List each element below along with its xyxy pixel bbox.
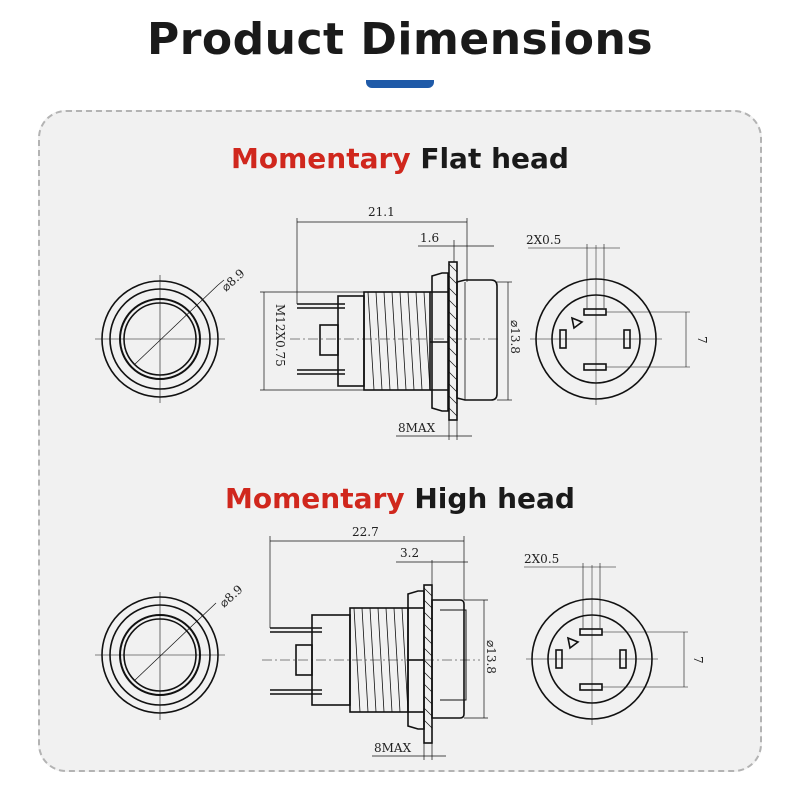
- section-heading-high: Momentary High head: [0, 482, 800, 515]
- front-view-flat: [95, 275, 225, 403]
- front-dia-label: ⌀8.9: [219, 266, 248, 294]
- heading-momentary-2: Momentary: [225, 482, 405, 515]
- dimension-lines-flat: [260, 218, 512, 440]
- head-height-label: 1.6: [420, 231, 439, 245]
- rear-view-flat: [528, 244, 690, 405]
- max-label-2: 8MAX: [374, 741, 412, 755]
- overall-length-label-2: 22.7: [352, 525, 379, 539]
- max-label: 8MAX: [398, 421, 436, 435]
- thread-label: M12X0.75: [273, 304, 287, 367]
- section-heading-flat: Momentary Flat head: [0, 142, 800, 175]
- title-accent-bar: [366, 80, 434, 88]
- side-view-high: [262, 584, 480, 744]
- side-view-flat: [290, 261, 500, 421]
- page-title: Product Dimensions: [146, 14, 654, 65]
- flat-head-drawing: ⌀8.9 21.1 1.6 2X0.5 M12X0.75 ⌀13.8 8MAX …: [95, 205, 709, 440]
- pin-spacing-label: 7: [695, 336, 709, 344]
- head-height-label-2: 3.2: [400, 546, 419, 560]
- head-dia-label-2: ⌀13.8: [484, 640, 498, 674]
- overall-length-label: 21.1: [368, 205, 395, 219]
- front-view-high: [95, 592, 225, 720]
- dimensions-panel: [38, 110, 762, 772]
- front-dia-label-2: ⌀8.9: [217, 582, 246, 610]
- dimension-lines-high: [269, 536, 488, 760]
- terminal-size-label-2: 2X0.5: [524, 552, 559, 566]
- head-dia-label: ⌀13.8: [508, 320, 522, 354]
- heading-high-head: High head: [414, 482, 575, 515]
- rear-view-high: [524, 563, 688, 725]
- heading-flat-head: Flat head: [420, 142, 569, 175]
- high-head-drawing: ⌀8.9 22.7 3.2 2X0.5 ⌀13.8 8MAX 7: [95, 525, 705, 760]
- terminal-size-label: 2X0.5: [526, 233, 561, 247]
- heading-momentary: Momentary: [231, 142, 411, 175]
- pin-spacing-label-2: 7: [691, 656, 705, 664]
